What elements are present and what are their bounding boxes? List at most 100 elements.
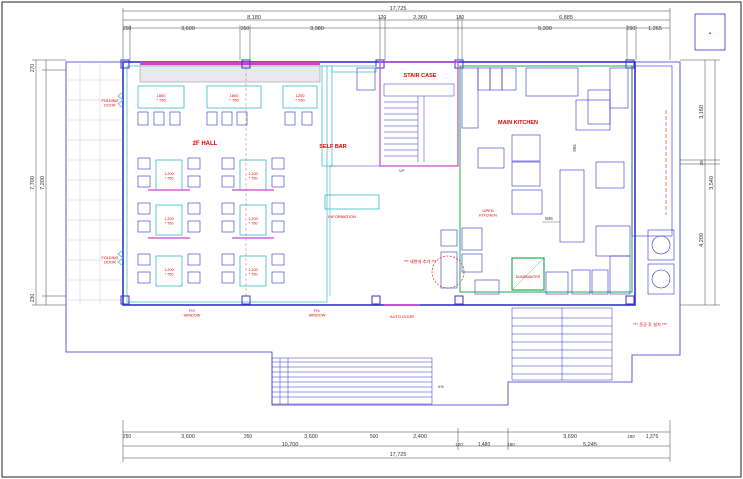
folding-door-marks: [117, 91, 124, 267]
room-information-label: INFORMATION: [328, 214, 356, 219]
dim-bottom-sub-3: 350: [244, 434, 253, 440]
self-bar-fridge: [356, 67, 376, 91]
dim-right-3: 3,540: [709, 176, 715, 190]
stair-landing: [383, 83, 455, 97]
dim-right-4: 4,200: [699, 233, 705, 247]
dim-bottom-row-1: 10,700: [282, 442, 299, 448]
legend-box: [694, 13, 726, 51]
dim-top-sub-7: 1,265: [648, 26, 662, 32]
dim-left-2: 7,700: [30, 176, 36, 190]
chairs-top: [137, 111, 313, 126]
kitchen-equipment: [461, 67, 631, 295]
room-stair-label: STAIR CASE: [404, 73, 437, 79]
dim-bottom-row-3: 5,245: [583, 442, 597, 448]
dim-bottom-sub-11: 180: [627, 434, 635, 439]
table-r1: 1,200* 750: [164, 172, 174, 180]
external-stair-left: [271, 357, 433, 405]
open-kitchen-counter-2: [461, 227, 483, 251]
dim-left-4: 230: [30, 294, 36, 303]
dim-left-3: 7,200: [40, 176, 46, 190]
dim-interior-2: 994: [572, 144, 577, 152]
dim-top-row-4: 180: [456, 15, 465, 21]
bottom-dimensions: [122, 420, 671, 462]
room-dumbwaiter-label: DUMBWAITER: [516, 275, 541, 279]
information-desk: [324, 194, 380, 210]
dim-right-2: 30: [699, 160, 704, 166]
table-r6: 1,200* 750: [248, 268, 258, 276]
dim-bottom-sub-6: 2,400: [413, 434, 427, 440]
sink-note: *** 세면대 추가 ***: [404, 258, 437, 265]
dim-top-sub-2: 3,600: [181, 26, 195, 32]
top-banquettes: [137, 85, 318, 109]
self-bar-counter: [321, 65, 333, 167]
dim-right-1: 3,160: [699, 105, 705, 119]
open-kitchen-counter-3: [461, 253, 483, 273]
table-r3: 1,200* 750: [164, 268, 174, 276]
chairs-dining: [137, 157, 285, 284]
outdoor-unit-note: *** 준공 후 설치 ***: [633, 321, 667, 328]
dim-top-row-1: 8,180: [247, 15, 261, 21]
table-r2: 1,200* 750: [164, 217, 174, 225]
terrace-grid-left: [66, 62, 122, 305]
dim-top-row-5: 6,885: [559, 15, 573, 21]
stair-pct: 0%: [438, 384, 444, 389]
self-bar-top: [331, 65, 377, 73]
dim-top-row-2: 120: [378, 15, 387, 21]
dumbwaiter-shaft: [511, 257, 545, 291]
stair-enclosure: [379, 61, 459, 167]
dim-interior-1: 845: [545, 216, 553, 221]
room-hall-label: 2F HALL: [193, 141, 218, 147]
open-kitchen-sink: [440, 251, 458, 289]
dim-bottom-sub-8: 1,480: [478, 442, 491, 448]
table-t3: 1200* 750: [295, 93, 305, 103]
stair-up-label: UP: [399, 169, 405, 173]
dim-bottom-sub-7: 120: [455, 442, 463, 447]
top-dimensions: [122, 8, 671, 60]
columns: [120, 59, 635, 305]
dim-bottom-sub-5: 500: [370, 434, 379, 440]
open-kitchen-counter-4: [474, 279, 500, 295]
dim-bottom-total: 17,725: [390, 452, 407, 458]
dim-bottom-sub-4: 3,600: [304, 434, 318, 440]
dim-bottom-sub-10: 3,690: [563, 434, 577, 440]
partitions: [148, 189, 274, 239]
auto-door-label: AUTO DOOR: [390, 314, 414, 319]
hall-top-accent: [140, 62, 320, 65]
legend-text: ■: [709, 31, 711, 35]
dim-top-row-3: 2,360: [413, 15, 427, 21]
dim-bottom-sub-2: 3,600: [181, 434, 195, 440]
terrace-outline: [65, 61, 681, 406]
dim-top-total: 17,725: [390, 6, 407, 12]
dining-tables: [155, 159, 267, 287]
dumbwaiter-cross: [511, 257, 545, 291]
dim-top-sub-3: 350: [241, 26, 250, 32]
dim-left-1: 270: [30, 64, 36, 73]
open-kitchen-counter-1: [440, 229, 458, 247]
left-dimensions: [32, 59, 66, 306]
table-r5: 1,200* 750: [248, 217, 258, 225]
dim-top-sub-6: 290: [627, 26, 636, 32]
sink-revision-cloud: [431, 255, 465, 289]
dim-bottom-sub-1: 250: [123, 434, 132, 440]
table-t1: 1800* 750: [156, 93, 166, 103]
right-dimensions: [680, 59, 720, 306]
dim-top-sub-5: 5,330: [538, 26, 552, 32]
table-r4: 1,200* 750: [248, 172, 258, 180]
room-main-kitchen-label: MAIN KITCHEN: [498, 120, 538, 126]
dim-bottom-sub-9: 180: [507, 442, 515, 447]
dim-top-sub-1: 250: [123, 26, 132, 32]
hall-top-counter: [139, 65, 321, 83]
room-self-bar-label: SELF BAR: [319, 144, 347, 150]
external-stair-right: [511, 307, 613, 381]
dim-bottom-sub-12: 1,375: [646, 434, 659, 440]
dim-top-sub-4: 3,980: [310, 26, 324, 32]
duct-shaft: [631, 65, 673, 237]
building-outline: [122, 61, 636, 306]
